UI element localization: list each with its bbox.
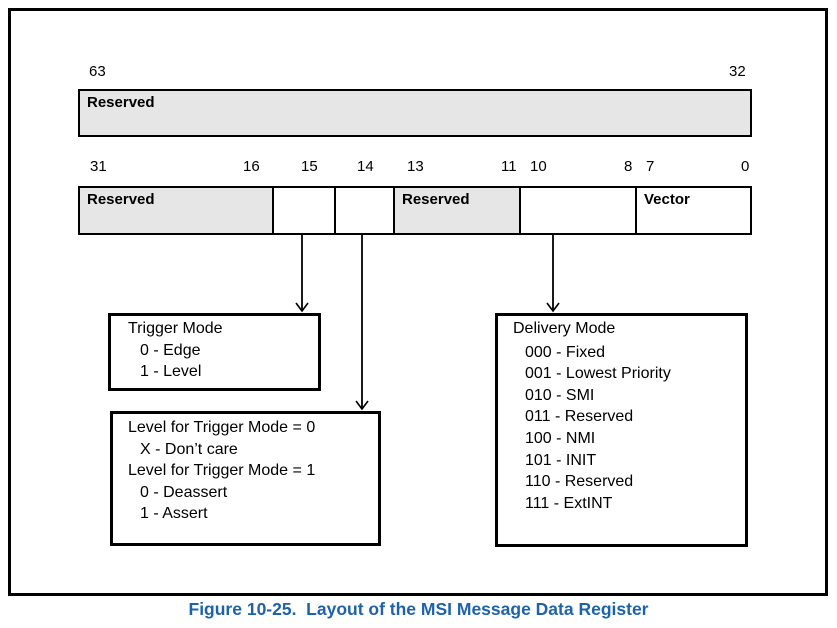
field-bits-7-0-vector: Vector bbox=[635, 188, 750, 233]
delivery-mode-legend: Delivery Mode 000 - Fixed 001 - Lowest P… bbox=[495, 313, 748, 547]
register-high-dword: Reserved bbox=[78, 89, 752, 137]
trigger-mode-legend: Trigger Mode 0 - Edge 1 - Level bbox=[108, 313, 321, 391]
field-label-reserved-13-11: Reserved bbox=[402, 191, 470, 208]
bit-label-8: 8 bbox=[624, 158, 633, 175]
delivery-mode-item: 111 - ExtINT bbox=[525, 494, 613, 512]
level-item: X - Don’t care bbox=[140, 440, 238, 458]
field-bit-15-trigger-mode bbox=[272, 188, 334, 233]
level-item: 1 - Assert bbox=[140, 505, 208, 523]
delivery-mode-title: Delivery Mode bbox=[513, 320, 616, 337]
delivery-mode-item: 011 - Reserved bbox=[525, 408, 634, 426]
bit-label-15: 15 bbox=[301, 158, 318, 175]
down-arrow-trigger-mode bbox=[295, 235, 309, 313]
level-legend: Level for Trigger Mode = 0 X - Don’t car… bbox=[110, 411, 381, 546]
field-bits-10-8-delivery-mode bbox=[519, 188, 635, 233]
bit-label-10: 10 bbox=[530, 158, 547, 175]
level-header-trigger-0: Level for Trigger Mode = 0 bbox=[128, 419, 316, 436]
field-label-reserved-63-32: Reserved bbox=[87, 94, 155, 111]
down-arrow-delivery-mode bbox=[546, 235, 560, 313]
figure-caption: Figure 10-25. Layout of the MSI Message … bbox=[188, 599, 649, 619]
figure-border bbox=[8, 8, 828, 596]
bit-label-16: 16 bbox=[243, 158, 260, 175]
field-label-reserved-31-16: Reserved bbox=[87, 191, 155, 208]
delivery-mode-item: 010 - SMI bbox=[525, 386, 595, 404]
trigger-mode-item: 1 - Level bbox=[140, 363, 202, 381]
field-reserved-13-11: Reserved bbox=[393, 188, 519, 233]
down-arrow-level bbox=[355, 235, 369, 411]
trigger-mode-title: Trigger Mode bbox=[128, 320, 223, 337]
bit-label-11: 11 bbox=[501, 158, 517, 175]
bit-label-7: 7 bbox=[646, 158, 655, 175]
delivery-mode-item: 100 - NMI bbox=[525, 429, 596, 447]
field-reserved-31-16: Reserved bbox=[80, 188, 272, 233]
level-item: 0 - Deassert bbox=[140, 483, 228, 501]
delivery-mode-item: 110 - Reserved bbox=[525, 473, 634, 491]
bit-label-0: 0 bbox=[741, 158, 750, 175]
bit-label-13: 13 bbox=[407, 158, 424, 175]
level-header-trigger-1: Level for Trigger Mode = 1 bbox=[128, 462, 316, 480]
register-low-dword: Reserved Reserved Vector bbox=[78, 186, 752, 235]
bit-label-63: 63 bbox=[89, 63, 106, 80]
field-label-vector: Vector bbox=[644, 191, 690, 208]
bit-label-31: 31 bbox=[90, 158, 107, 175]
bit-label-14: 14 bbox=[357, 158, 374, 175]
field-bit-14-level bbox=[334, 188, 393, 233]
bit-label-32: 32 bbox=[729, 63, 746, 80]
delivery-mode-item: 000 - Fixed bbox=[525, 343, 606, 361]
delivery-mode-item: 001 - Lowest Priority bbox=[525, 365, 671, 383]
delivery-mode-item: 101 - INIT bbox=[525, 451, 597, 469]
trigger-mode-item: 0 - Edge bbox=[140, 341, 201, 359]
